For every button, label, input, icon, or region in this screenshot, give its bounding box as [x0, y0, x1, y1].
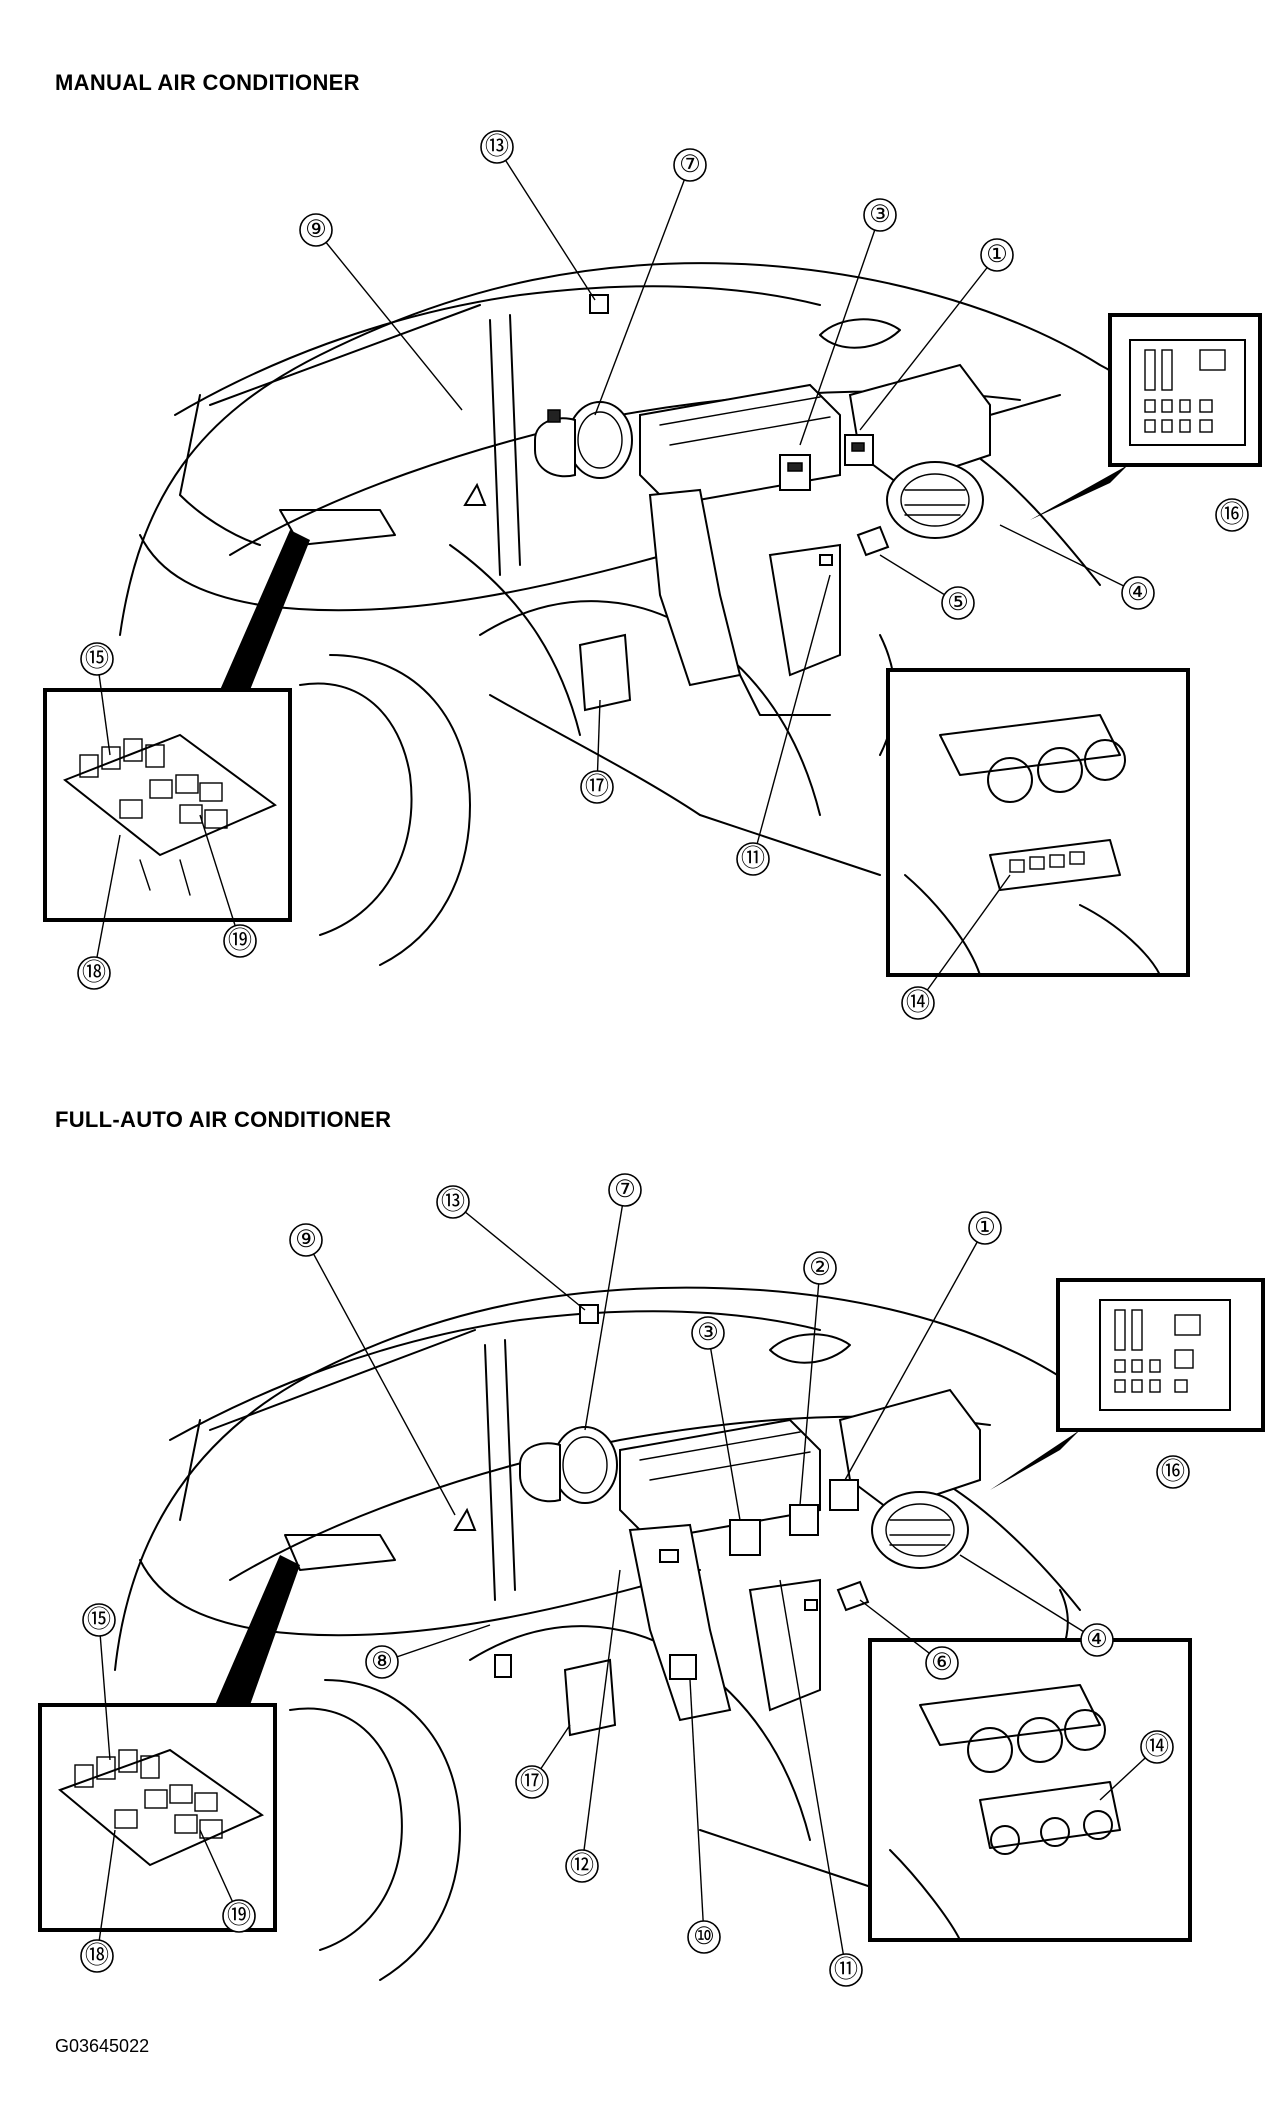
callout-14: ⑭: [901, 986, 935, 1020]
sunload-sensor: [534, 401, 633, 479]
callout-16: ⑯: [1215, 498, 1249, 532]
callout-4: ④: [1080, 1623, 1114, 1657]
callout-19: ⑲: [222, 1899, 256, 1933]
callout-18: ⑱: [77, 956, 111, 990]
leader-lines: [96, 1189, 1158, 1971]
callout-10: ⑩: [687, 1920, 721, 1954]
svg-text:⑫: ⑫: [570, 1852, 594, 1879]
center-panel-inset: [886, 668, 1190, 977]
hvac-unit: [619, 1418, 821, 1722]
svg-text:⑮: ⑮: [85, 645, 109, 672]
component-parts: [453, 1304, 870, 1737]
svg-text:⑦: ⑦: [614, 1177, 636, 1203]
callout-11: ⑪: [829, 1953, 863, 1987]
callout-3: ③: [691, 1316, 725, 1350]
svg-text:⑭: ⑭: [906, 989, 930, 1016]
callout-1: ①: [980, 238, 1014, 272]
section-title-full-auto: FULL-AUTO AIR CONDITIONER: [55, 1107, 392, 1132]
callout-2: ②: [803, 1251, 837, 1285]
svg-text:⑱: ⑱: [85, 1942, 109, 1969]
svg-text:⑨: ⑨: [305, 217, 327, 243]
svg-text:③: ③: [697, 1320, 719, 1346]
callout-7: ⑦: [608, 1173, 642, 1207]
callout-14: ⑭: [1140, 1730, 1174, 1764]
blower-unit: [838, 1388, 981, 1569]
callout-4: ④: [1121, 576, 1155, 610]
vehicle-body-outline: [114, 1286, 1081, 1981]
svg-text:④: ④: [1127, 580, 1149, 606]
callout-3: ③: [863, 198, 897, 232]
svg-text:⑲: ⑲: [228, 927, 252, 954]
svg-text:⑩: ⑩: [693, 1924, 715, 1950]
center-panel-inset: [868, 1638, 1192, 1942]
svg-text:⑥: ⑥: [931, 1650, 953, 1676]
callout-19: ⑲: [223, 924, 257, 958]
callout-12: ⑫: [565, 1849, 599, 1883]
svg-text:⑰: ⑰: [520, 1768, 544, 1795]
svg-text:⑬: ⑬: [441, 1188, 465, 1215]
svg-text:⑰: ⑰: [585, 773, 609, 800]
callout-16: ⑯: [1156, 1455, 1190, 1489]
callout-13: ⑬: [480, 130, 514, 164]
component-parts: [463, 294, 890, 712]
svg-text:②: ②: [809, 1255, 831, 1281]
svg-text:⑦: ⑦: [679, 152, 701, 178]
svg-text:⑮: ⑮: [87, 1606, 111, 1633]
callout-17: ⑰: [580, 770, 614, 804]
fuse-box-inset-left: [38, 1555, 300, 1932]
callout-9: ⑨: [289, 1223, 323, 1257]
svg-text:⑱: ⑱: [82, 959, 106, 986]
callout-9: ⑨: [299, 213, 333, 247]
svg-text:①: ①: [974, 1215, 996, 1241]
figure-id: G03645022: [55, 2036, 150, 2056]
sunload-sensor: [519, 1426, 618, 1504]
callout-15: ⑮: [82, 1603, 116, 1637]
callout-18: ⑱: [80, 1939, 114, 1973]
callout-6: ⑥: [925, 1646, 959, 1680]
svg-text:⑲: ⑲: [227, 1902, 251, 1929]
manual-ac-diagram: ⑬ ⑦ ⑨ ③ ① ⑯ ④ ⑤ ⑮ ⑰ ⑪ ⑲ ⑱ ⑭: [43, 130, 1262, 1020]
callout-8: ⑧: [365, 1645, 399, 1679]
callout-5: ⑤: [941, 586, 975, 620]
svg-text:⑪: ⑪: [741, 845, 765, 872]
relay-inset-upper-right: [990, 1278, 1265, 1490]
svg-text:⑧: ⑧: [371, 1649, 393, 1675]
svg-text:⑤: ⑤: [947, 590, 969, 616]
callout-13: ⑬: [436, 1185, 470, 1219]
callout-11: ⑪: [736, 842, 770, 876]
svg-text:⑯: ⑯: [1161, 1458, 1185, 1485]
svg-text:⑭: ⑭: [1145, 1733, 1169, 1760]
fuse-box-inset-left: [43, 530, 310, 922]
callout-1: ①: [968, 1211, 1002, 1245]
section-title-manual: MANUAL AIR CONDITIONER: [55, 70, 360, 95]
callout-17: ⑰: [515, 1765, 549, 1799]
svg-text:⑬: ⑬: [485, 133, 509, 160]
svg-text:④: ④: [1086, 1627, 1108, 1653]
full-auto-ac-diagram: ⑬ ⑦ ⑨ ② ① ③ ⑯ ④ ⑧ ⑥ ⑮ ⑰ ⑫ ⑩ ⑲ ⑭ ⑱ ⑪: [38, 1173, 1265, 1987]
svg-text:⑪: ⑪: [834, 1956, 858, 1983]
relay-inset-upper-right: [1030, 313, 1262, 520]
svg-text:③: ③: [869, 202, 891, 228]
svg-text:①: ①: [986, 242, 1008, 268]
callout-7: ⑦: [673, 148, 707, 182]
svg-text:⑨: ⑨: [295, 1227, 317, 1253]
hvac-unit: [639, 383, 841, 716]
svg-text:⑯: ⑯: [1220, 501, 1244, 528]
callout-15: ⑮: [80, 642, 114, 676]
